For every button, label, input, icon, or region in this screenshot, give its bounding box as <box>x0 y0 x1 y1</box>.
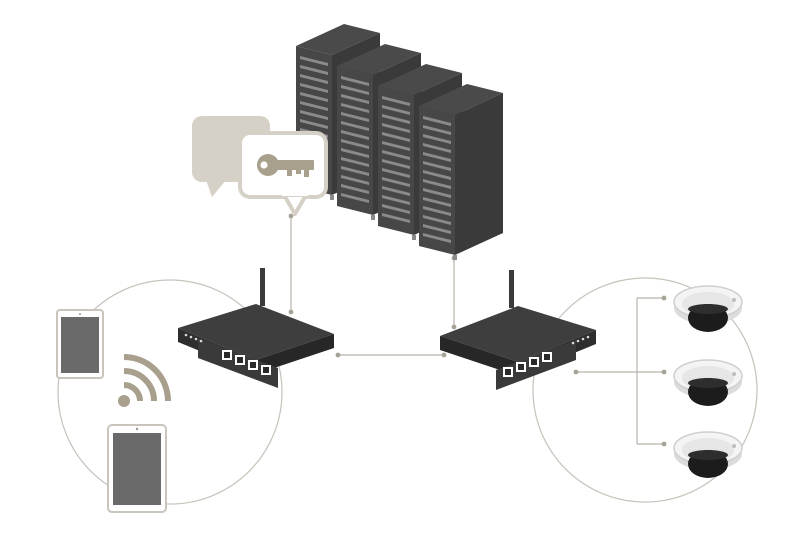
dome-camera-icon <box>673 431 743 478</box>
connection-lines <box>290 216 664 445</box>
status-led <box>184 333 188 337</box>
key-icon <box>257 154 314 177</box>
status-led <box>189 335 193 339</box>
authentication-key-bubble <box>192 116 328 216</box>
wireless-devices-group <box>56 309 171 513</box>
tablet-icon <box>56 309 104 379</box>
left-network-circle <box>57 279 283 505</box>
tablet-icon <box>107 424 167 513</box>
status-led <box>586 335 590 339</box>
antenna <box>509 270 514 308</box>
server-rack <box>419 84 503 260</box>
dome-camera-icon <box>673 285 743 332</box>
router-icon <box>178 268 334 388</box>
status-led <box>199 339 203 343</box>
dome-camera-icon <box>673 359 743 406</box>
status-led <box>194 337 198 341</box>
antenna <box>260 268 265 306</box>
status-led <box>571 341 575 345</box>
wifi-icon <box>118 354 171 407</box>
right-network-circle <box>532 277 758 503</box>
router-icon <box>440 270 596 390</box>
status-led <box>576 339 580 343</box>
speech-bubble-front <box>238 131 328 216</box>
status-led <box>581 337 585 341</box>
server-rack-icon <box>296 24 503 260</box>
security-camera-group <box>673 285 743 478</box>
